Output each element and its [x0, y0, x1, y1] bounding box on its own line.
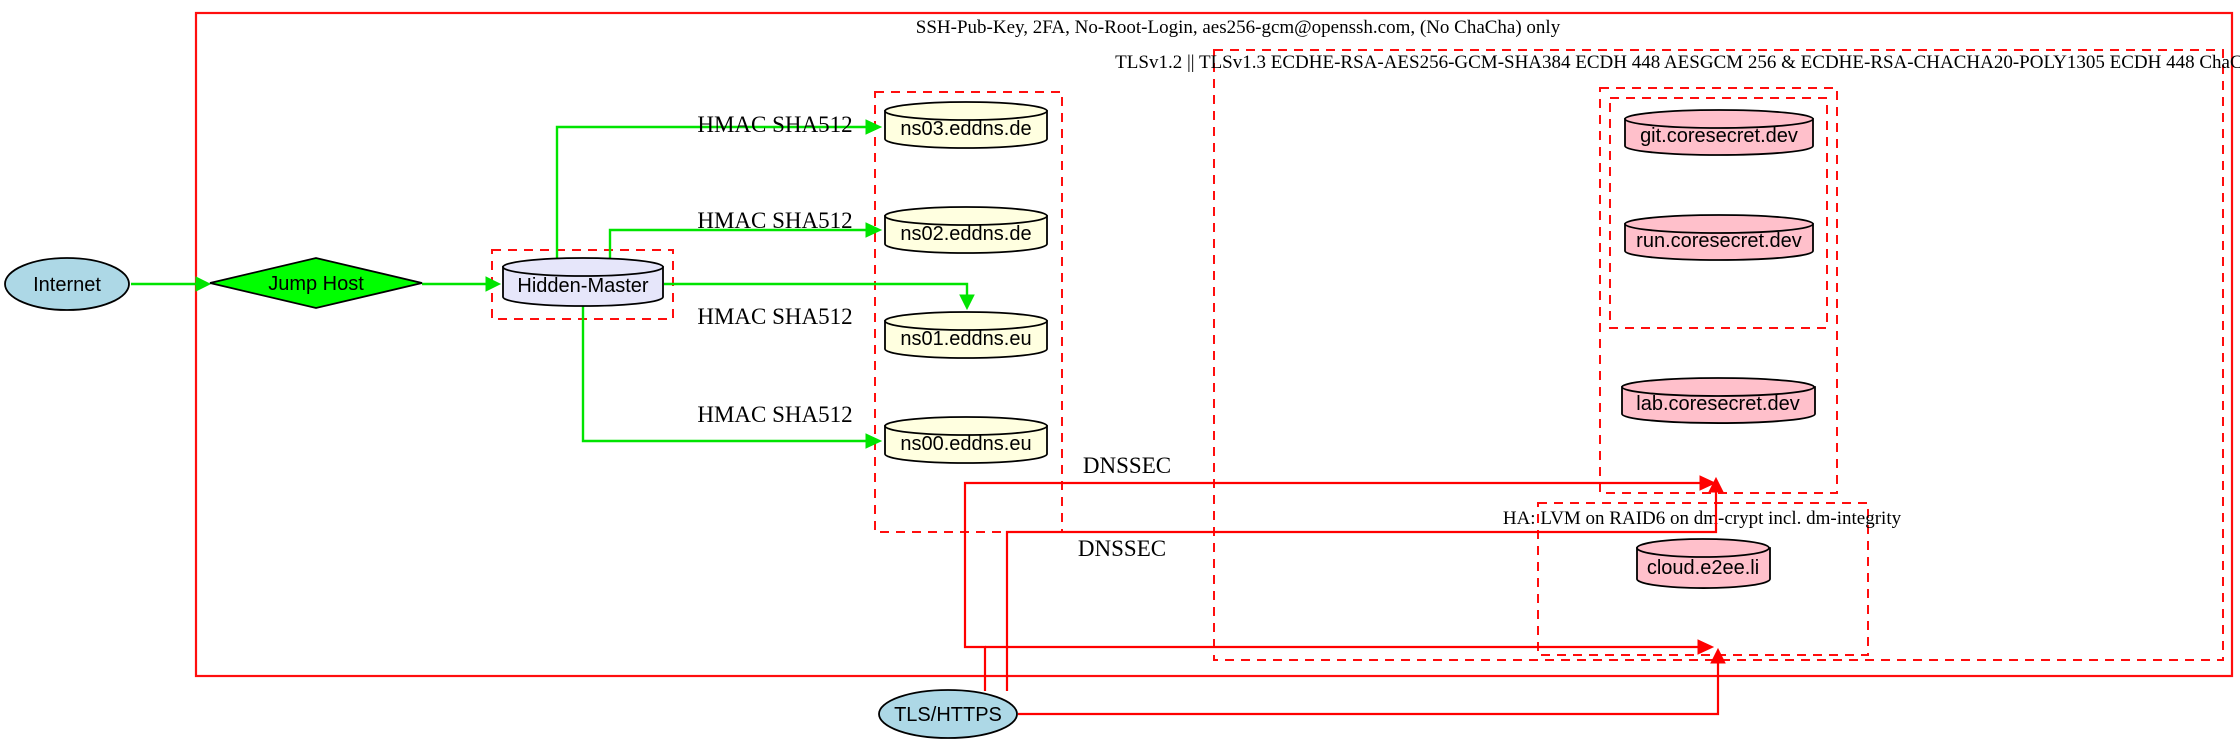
- edge-internet-to-jumphost: [131, 276, 212, 292]
- edge-jumphost-to-hiddenmaster: [422, 276, 502, 292]
- node-jump-host[interactable]: Jump Host: [209, 257, 423, 309]
- edge-tls-to-ha-2: [1018, 647, 1726, 716]
- node-ns01-label: ns01.eddns.eu: [900, 328, 1031, 350]
- edge-hiddenmaster-to-ns00: [581, 306, 883, 449]
- edge-hiddenmaster-to-ns02: [608, 222, 883, 262]
- node-hidden-master-label: Hidden-Master: [517, 275, 649, 297]
- node-run-coresecret[interactable]: run.coresecret.dev: [1624, 214, 1814, 261]
- edge-tls-dnssec-to-coresecret-2: [1005, 476, 1724, 691]
- edge-tls-to-ha-1: [985, 639, 1715, 655]
- node-ns01[interactable]: ns01.eddns.eu: [884, 311, 1048, 359]
- edge-hiddenmaster-to-ns03: [555, 119, 883, 262]
- cluster-tls-border: [1213, 49, 2224, 661]
- cluster-ha-border: [1537, 502, 1869, 656]
- edge-label-hmac-ns02: HMAC SHA512: [697, 208, 852, 233]
- node-cloud-e2ee-label: cloud.e2ee.li: [1647, 557, 1759, 579]
- node-internet-label: Internet: [33, 274, 101, 296]
- node-ns02[interactable]: ns02.eddns.de: [884, 206, 1048, 254]
- node-jump-host-label: Jump Host: [268, 273, 364, 295]
- node-ns03-label: ns03.eddns.de: [900, 118, 1031, 140]
- node-lab-coresecret[interactable]: lab.coresecret.dev: [1621, 377, 1816, 424]
- node-cloud-e2ee[interactable]: cloud.e2ee.li: [1636, 538, 1771, 589]
- node-git-coresecret[interactable]: git.coresecret.dev: [1624, 109, 1814, 156]
- edge-label-dnssec-2: DNSSEC: [1078, 536, 1166, 561]
- cluster-ssh-label: SSH-Pub-Key, 2FA, No-Root-Login, aes256-…: [916, 17, 1561, 38]
- edge-label-hmac-ns03: HMAC SHA512: [697, 112, 852, 137]
- node-internet[interactable]: Internet: [4, 257, 130, 311]
- node-ns00[interactable]: ns00.eddns.eu: [884, 416, 1048, 464]
- edge-label-hmac-ns00: HMAC SHA512: [697, 402, 852, 427]
- cluster-tls-label: TLSv1.2 || TLSv1.3 ECDHE-RSA-AES256-GCM-…: [1115, 52, 2240, 73]
- node-tls-https[interactable]: TLS/HTTPS: [878, 689, 1018, 739]
- edge-hiddenmaster-to-ns01: [664, 282, 975, 311]
- node-lab-coresecret-label: lab.coresecret.dev: [1636, 393, 1799, 415]
- edge-label-dnssec-1: DNSSEC: [1083, 453, 1171, 478]
- node-ns03[interactable]: ns03.eddns.de: [884, 101, 1048, 149]
- node-ns02-label: ns02.eddns.de: [900, 223, 1031, 245]
- cluster-coresecret-outer-border: [1599, 87, 1838, 494]
- node-git-coresecret-label: git.coresecret.dev: [1640, 125, 1798, 147]
- edge-tls-dnssec-to-coresecret-1: [963, 475, 1717, 691]
- node-ns00-label: ns00.eddns.eu: [900, 433, 1031, 455]
- cluster-ha-label: HA: LVM on RAID6 on dm-crypt incl. dm-in…: [1503, 508, 1902, 529]
- edge-label-hmac-ns01: HMAC SHA512: [697, 304, 852, 329]
- node-tls-https-label: TLS/HTTPS: [894, 704, 1002, 726]
- node-hidden-master[interactable]: Hidden-Master: [502, 257, 664, 307]
- cluster-nameservers-border: [874, 91, 1063, 533]
- cluster-ssh-border: [194, 11, 2234, 678]
- node-run-coresecret-label: run.coresecret.dev: [1636, 230, 1802, 252]
